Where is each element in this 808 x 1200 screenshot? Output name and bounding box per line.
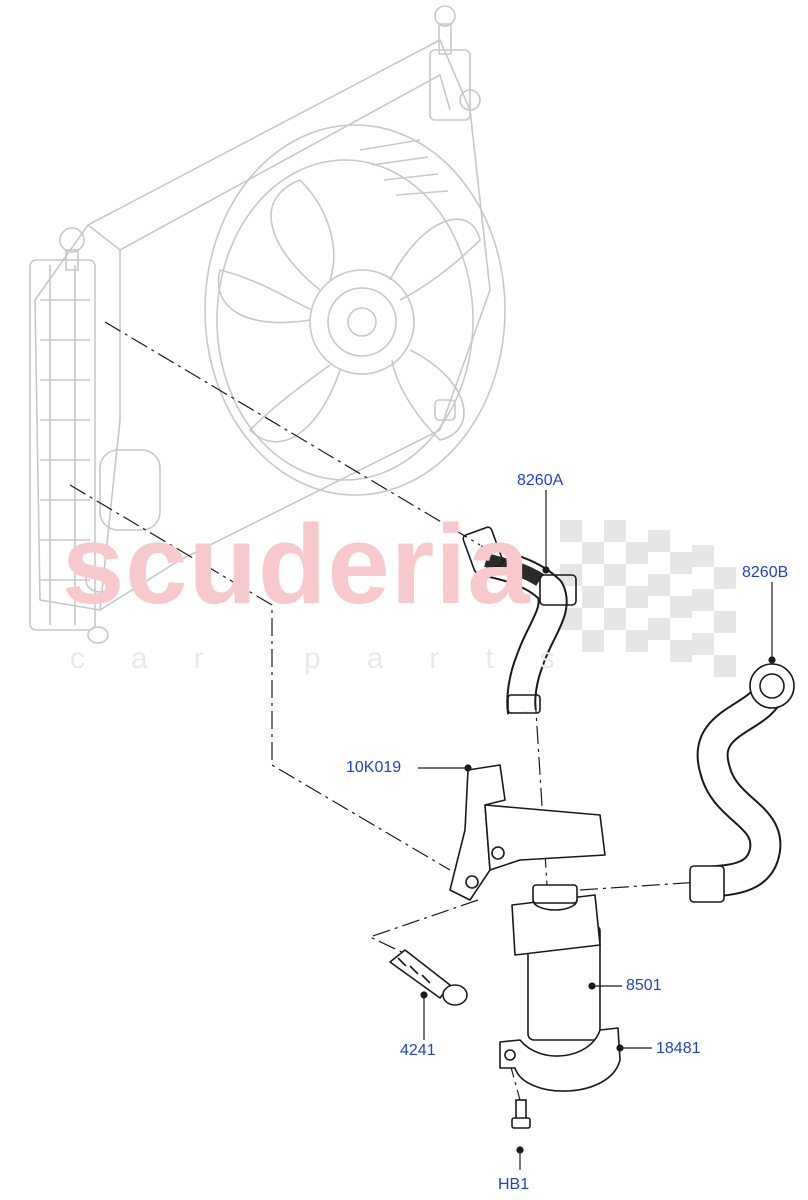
callout-8260A[interactable]: 8260A [517,472,564,489]
clamp-18481 [499,1027,621,1092]
hose-8260B [689,663,795,903]
radiator-fan-assembly [29,5,506,644]
pin-4241 [389,949,468,1006]
hose-8260A [462,526,577,715]
leader-lines [418,490,776,1170]
callout-8260B[interactable]: 8260B [742,564,789,581]
callout-8501[interactable]: 8501 [626,977,662,994]
checkered-flag-watermark [560,520,736,677]
bracket-10K019 [449,764,606,901]
callout-HB1[interactable]: HB1 [498,1176,530,1193]
pump-8501 [511,884,601,1041]
callout-18481[interactable]: 18481 [656,1040,701,1057]
callout-10K019[interactable]: 10K019 [346,759,402,776]
bolt-HB1 [511,1099,531,1129]
callout-4241[interactable]: 4241 [400,1042,436,1059]
routing-lines [69,321,701,1101]
